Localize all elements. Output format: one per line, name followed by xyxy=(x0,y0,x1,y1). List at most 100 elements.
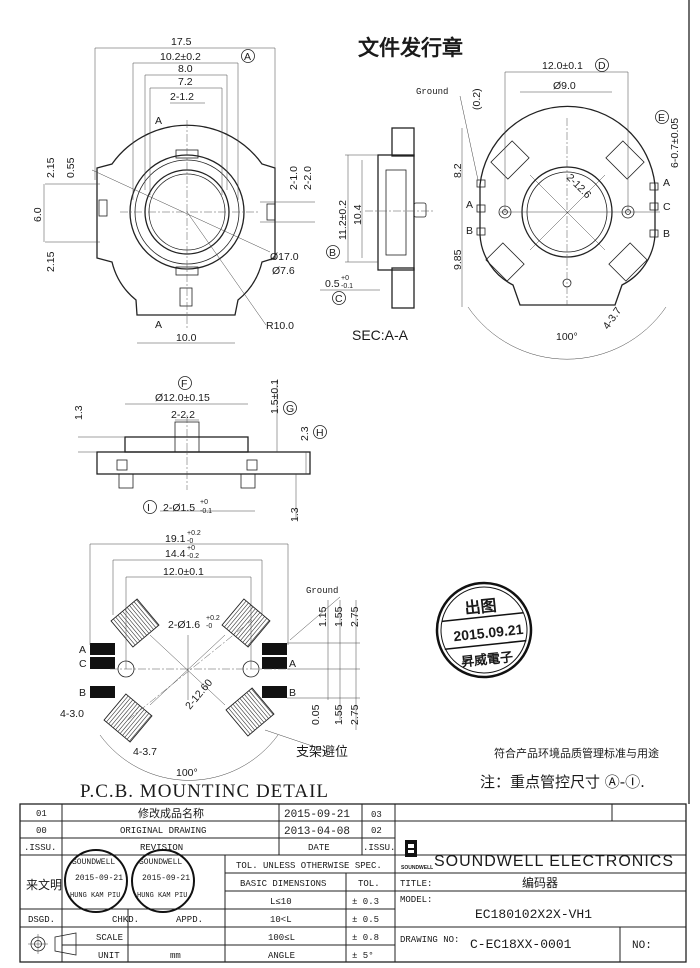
mount-peg-left xyxy=(118,473,134,489)
pcb-dim-holes: 2-Ø1.6 xyxy=(168,619,200,631)
title-label: TITLE: xyxy=(400,879,432,889)
soundwell-logo: SOUNDWELL xyxy=(401,840,433,871)
key-dim-marker-h: H xyxy=(316,427,324,439)
label-chkd: CHKD. xyxy=(112,915,139,925)
pin-a-left xyxy=(476,179,486,188)
drawing-no-label: DRAWING NO: xyxy=(400,935,459,945)
dim-dia-9: Ø9.0 xyxy=(553,80,576,92)
key-dimensions-note: 注：重点管控尺寸 Ⓐ-Ⓘ. xyxy=(480,773,645,791)
pcb-detail-title: P.C.B. MOUNTINC DETAIL xyxy=(80,781,329,802)
bottom-view: 12.0±0.1 D Ø9.0 Ground (0.2) E 6-0.7±0.0… xyxy=(416,58,681,360)
basic-dimensions-label: BASIC DIMENSIONS xyxy=(240,879,326,889)
pin-b-right xyxy=(649,229,659,238)
dim-2-1-2: 2-1.2 xyxy=(170,91,194,103)
dim-2-1-0: 2-1.0 xyxy=(288,166,300,190)
pin-b-left xyxy=(476,227,486,236)
tol-value: ± 5° xyxy=(352,951,374,961)
revision-issue: 01 xyxy=(36,809,47,819)
dim-dia-7-6: Ø7.6 xyxy=(272,265,295,277)
compliance-note: 符合产品环境品质管理标准与用途 xyxy=(494,746,659,760)
pcb-dim-14-4-upper-tol: +0 xyxy=(187,545,195,552)
revision-date: 2013-04-08 xyxy=(284,826,350,838)
pcb-pad-a-right xyxy=(262,657,287,669)
pcb-pad-ground-right xyxy=(262,643,287,655)
tol-range: 100≤L xyxy=(268,933,295,943)
side-view-body xyxy=(96,451,311,475)
dim-2-15-bottom: 2.15 xyxy=(45,251,57,272)
dim-1-3-bottom: 1.3 xyxy=(289,507,301,522)
dim-17-5: 17.5 xyxy=(171,36,192,48)
pcb-dim-19-1-lower-tol: -0 xyxy=(187,538,193,545)
pcb-dim-2-75-top: 2.75 xyxy=(349,606,361,627)
pcb-dim-19-1: 19.1 xyxy=(165,533,186,545)
dim-10-0: 10.0 xyxy=(176,332,197,344)
dim-2-dia-1-5-upper-tol: +0 xyxy=(200,499,208,506)
bracket-clearance-pad xyxy=(103,693,153,743)
dim-8-2: 8.2 xyxy=(452,163,464,178)
model-value: EC180102X2X-VH1 xyxy=(475,907,592,922)
bracket-clearance-pad xyxy=(225,687,275,737)
tol-range: 10<L xyxy=(270,915,292,925)
release-stamp-date: 2015.09.21 xyxy=(453,621,525,644)
approver-stamp-name: SOUNDWELL xyxy=(139,858,182,867)
pcb-pin-label: A xyxy=(79,644,86,656)
dim-2-dia-1-5-lower-tol: -0.1 xyxy=(200,508,212,515)
pin-label: A xyxy=(663,177,670,189)
pcb-dim-1-15: 1.15 xyxy=(317,606,329,627)
section-body xyxy=(377,154,415,271)
dim-r10: R10.0 xyxy=(266,320,294,332)
pin-label: B xyxy=(466,225,473,237)
dim-2-3: 2.3 xyxy=(299,426,311,441)
label-appd: APPD. xyxy=(176,915,203,925)
pcb-mounting-detail: 19.1 +0.2 -0 14.4 +0 -0.2 12.0±0.1 Groun… xyxy=(60,530,361,802)
release-header-stamp: 文件发行章 xyxy=(358,36,463,60)
dim-7-2: 7.2 xyxy=(178,76,193,88)
dim-12-0: 12.0±0.1 xyxy=(542,60,583,72)
scale-label: SCALE xyxy=(96,933,123,943)
pcb-pad-b-right xyxy=(262,686,287,698)
key-dim-marker-e: E xyxy=(658,112,665,124)
dim-2-2-0: 2-2.0 xyxy=(302,166,314,190)
tol-value: ± 0.8 xyxy=(352,933,379,943)
projection-symbol-icon xyxy=(28,932,77,956)
tol-range: L≤10 xyxy=(270,897,292,907)
pcb-pin-label: B xyxy=(289,687,296,699)
header-revision: REVISION xyxy=(140,843,183,853)
dim-11-2: 11.2±0.2 xyxy=(337,200,349,240)
pcb-ground-label: Ground xyxy=(306,586,338,596)
bracket-clearance-pad xyxy=(110,598,160,648)
checker-stamp-person: HUNG KAM PIU xyxy=(70,892,120,900)
checker-stamp-name: SOUNDWELL xyxy=(72,858,115,867)
ground-label: Ground xyxy=(416,87,448,97)
key-dim-marker-a: A xyxy=(244,51,251,63)
logo-emboss xyxy=(179,287,193,307)
dim-10-4: 10.4 xyxy=(352,204,364,225)
key-dim-marker-i: I xyxy=(147,502,150,514)
dim-0-5: 0.5 xyxy=(325,278,340,290)
tol-value: ± 0.3 xyxy=(352,897,379,907)
dim-0-5-lower-tol: -0.1 xyxy=(341,283,353,290)
right-terminal xyxy=(266,203,276,221)
bottom-view-body-outline xyxy=(479,105,656,306)
approver-stamp: SOUNDWELL 2015-09-21 HUNG KAM PIU xyxy=(131,849,195,913)
tol-label: TOL. xyxy=(358,879,380,889)
revision-date: 2015-09-21 xyxy=(284,809,350,821)
drawing-no-value: C-EC18XX-0001 xyxy=(470,937,572,952)
pcb-dim-2-75-bottom: 2.75 xyxy=(349,704,361,725)
side-view-cap xyxy=(124,436,249,453)
section-view: 11.2±0.2 10.4 B 0.5 +0 -0.1 C SEC:A-A xyxy=(320,127,435,343)
header-date: DATE xyxy=(308,843,330,853)
release-stamp-company: 昇威電子 xyxy=(460,649,513,670)
tol-value: ± 0.5 xyxy=(352,915,379,925)
tol-range: ANGLE xyxy=(268,951,295,961)
dim-pin-width: 6-0.7±0.05 xyxy=(669,118,681,168)
pin-c-right xyxy=(649,202,659,211)
designer-name: 来文明 xyxy=(26,877,62,892)
dim-0-2: (0.2) xyxy=(471,88,483,110)
dim-0-55: 0.55 xyxy=(65,157,77,178)
approver-stamp-person: HUNG KAM PIU xyxy=(137,892,187,900)
dim-9-85: 9.85 xyxy=(452,249,464,270)
key-dim-marker-g: G xyxy=(286,403,294,415)
left-terminal xyxy=(98,199,108,217)
